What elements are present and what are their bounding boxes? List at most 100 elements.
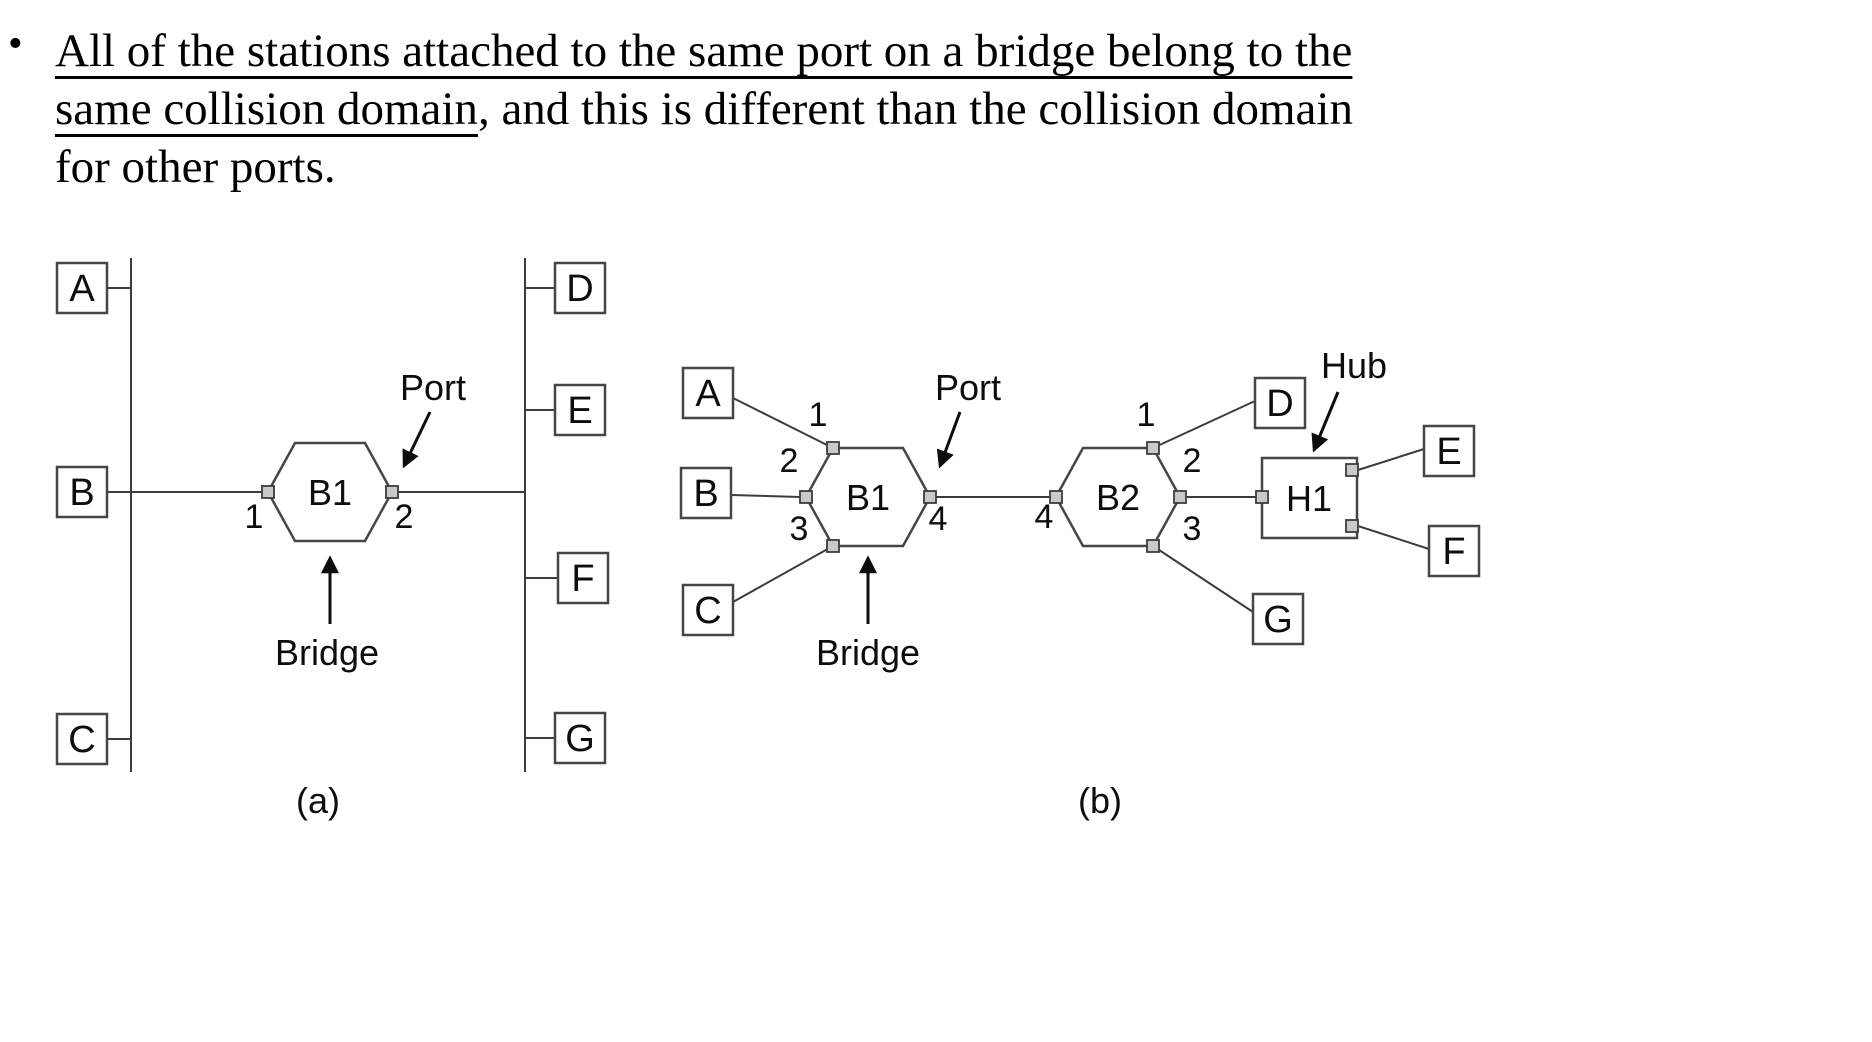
underlined-text-2: same collision domain [55, 83, 478, 135]
station-f-label: F [1442, 531, 1465, 573]
station-g: G [1251, 592, 1305, 646]
paragraph-line-2: same collision domain, and this is diffe… [55, 80, 1815, 138]
station-e: E [1422, 424, 1476, 478]
station-d-box [1253, 376, 1307, 430]
bridge-b2: B2 1 4 2 3 [1035, 396, 1202, 553]
station-c: C [55, 712, 109, 766]
station-d-label: D [1266, 383, 1293, 425]
bridge-b2-port-3-number: 3 [1183, 510, 1202, 548]
bridge-b1: B1 1 2 3 4 [780, 396, 948, 553]
station-f-box [556, 551, 610, 605]
station-g-box [553, 711, 607, 765]
link-h1-to-f [1357, 525, 1430, 550]
station-c: C [681, 583, 735, 637]
station-e-label: E [567, 390, 592, 432]
station-b: B [679, 466, 733, 520]
station-g-label: G [1263, 599, 1293, 641]
bridge-b2-port-2-square [1173, 490, 1187, 504]
hub-arrow [1311, 391, 1340, 453]
bridge-b2-port-1-square [1146, 441, 1160, 455]
hub-h1-port-top-right-square [1345, 463, 1359, 477]
station-f: F [556, 551, 610, 605]
station-c-box [55, 712, 109, 766]
bridge-b2-port-4-square [1049, 490, 1063, 504]
bridge-b1-port-1-number: 1 [809, 396, 828, 434]
link-b2-to-g [1152, 545, 1254, 613]
port-annotation: Port [935, 367, 1001, 408]
station-b-box [55, 465, 109, 519]
station-e-label: E [1436, 431, 1461, 473]
bridge-b1-port-4-number: 4 [929, 500, 948, 538]
bridge-b2-port-4-number: 4 [1035, 498, 1054, 536]
station-b-label: B [69, 472, 94, 514]
bullet-marker: • [8, 21, 23, 67]
station-d: D [553, 261, 607, 315]
station-b-box [679, 466, 733, 520]
station-c-label: C [694, 590, 721, 632]
caption-b: (b) [1078, 780, 1122, 821]
station-e: E [553, 383, 607, 437]
link-b2-to-d [1152, 400, 1256, 449]
bridge-b2-port-2-number: 2 [1183, 442, 1202, 480]
station-d-box [553, 261, 607, 315]
bridge-b1-port-1-square [826, 441, 840, 455]
hub-annotation: Hub [1321, 345, 1387, 386]
station-a: A [681, 366, 735, 420]
bridge-b1-port-3-number: 3 [790, 510, 809, 548]
bridge-b2-port-3-square [1146, 539, 1160, 553]
link-h1-to-e [1357, 448, 1425, 471]
bridge-b1-label: B1 [846, 477, 890, 518]
station-a-box [681, 366, 735, 420]
bridge-b2-port-1-number: 1 [1137, 396, 1156, 434]
bridge-b2-label: B2 [1096, 477, 1140, 518]
link-c-to-b1 [732, 545, 834, 603]
station-e-box [553, 383, 607, 437]
station-d-label: D [566, 268, 593, 310]
diagram-a: A B C D E F G [55, 258, 610, 821]
plain-text-line-3: for other ports. [55, 141, 336, 193]
station-a: A [55, 261, 109, 315]
link-b-to-b1 [730, 494, 801, 498]
station-g: G [553, 711, 607, 765]
bridge-b1-port-2-square [385, 485, 399, 499]
link-a-to-b1 [732, 397, 834, 449]
hub-h1-port-left-square [1255, 490, 1269, 504]
bullet-paragraph: All of the stations attached to the same… [55, 22, 1815, 196]
station-f-box [1427, 524, 1481, 578]
bridge-b1: B1 1 2 [245, 441, 413, 543]
paragraph-line-3: for other ports. [55, 138, 1815, 196]
bridge-annotation: Bridge [275, 632, 379, 673]
port-annotation: Port [400, 367, 466, 408]
bridge-b1-port-3-square [826, 539, 840, 553]
hub-h1-label: H1 [1286, 478, 1332, 519]
bridge-b1-port-1-square [261, 485, 275, 499]
paragraph-line-1: All of the stations attached to the same… [55, 22, 1815, 80]
station-f-label: F [571, 558, 594, 600]
underlined-text-1: All of the stations attached to the same… [55, 25, 1353, 77]
bridge-annotation: Bridge [816, 632, 920, 673]
bridge-b1-port-1-number: 1 [245, 498, 264, 536]
plain-text-line-2: , and this is different than the collisi… [477, 83, 1353, 135]
port-arrow [402, 411, 432, 469]
station-e-box [1422, 424, 1476, 478]
station-f: F [1427, 524, 1481, 578]
station-b: B [55, 465, 109, 519]
hub-h1: H1 [1255, 456, 1359, 540]
hub-h1-port-bottom-right-square [1345, 519, 1359, 533]
station-d: D [1253, 376, 1307, 430]
station-a-label: A [69, 268, 95, 310]
port-arrow [936, 411, 962, 469]
station-c-label: C [68, 719, 95, 761]
bridge-b1-port-2-number: 2 [780, 442, 799, 480]
station-a-box [55, 261, 109, 315]
bridge-b1-port-2-square [799, 490, 813, 504]
station-c-box [681, 583, 735, 637]
caption-a: (a) [296, 780, 340, 821]
station-g-label: G [565, 718, 595, 760]
bridge-b1-label: B1 [308, 472, 352, 513]
station-b-label: B [693, 473, 718, 515]
bridge-b1-port-4-square [923, 490, 937, 504]
station-a-label: A [695, 373, 721, 415]
